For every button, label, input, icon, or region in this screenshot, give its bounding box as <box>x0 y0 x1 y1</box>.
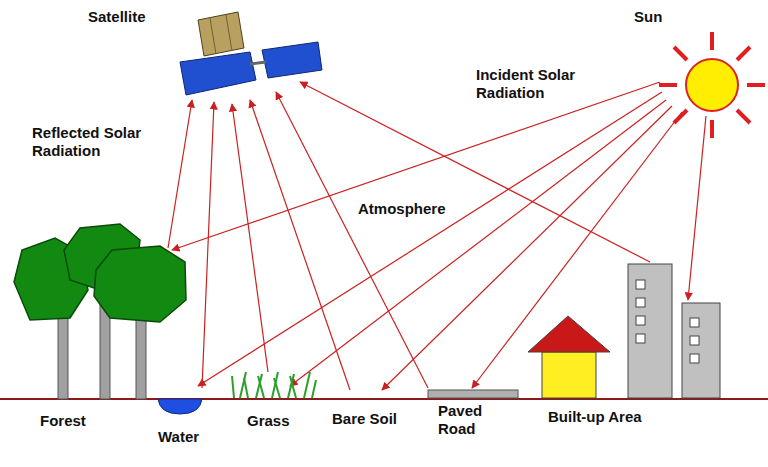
satellite-label: Satellite <box>86 8 148 26</box>
reflected-label: Reflected Solar Radiation <box>30 124 150 160</box>
reflected-rays <box>168 82 650 390</box>
atmosphere-label: Atmosphere <box>356 200 448 218</box>
soil-label: Bare Soil <box>330 410 399 428</box>
grass-label: Grass <box>245 412 292 430</box>
water <box>158 399 202 414</box>
buildings <box>628 264 720 398</box>
road-label: Paved Road <box>436 402 492 438</box>
paved-road <box>428 390 518 398</box>
water-label: Water <box>156 428 201 446</box>
house <box>528 316 610 398</box>
incident-rays <box>172 82 706 390</box>
forest <box>14 224 186 399</box>
sun-label: Sun <box>632 8 664 26</box>
grass <box>232 372 316 398</box>
incident-label: Incident Solar Radiation <box>474 66 594 102</box>
built-up-label: Built-up Area <box>546 408 644 426</box>
forest-label: Forest <box>38 412 88 430</box>
